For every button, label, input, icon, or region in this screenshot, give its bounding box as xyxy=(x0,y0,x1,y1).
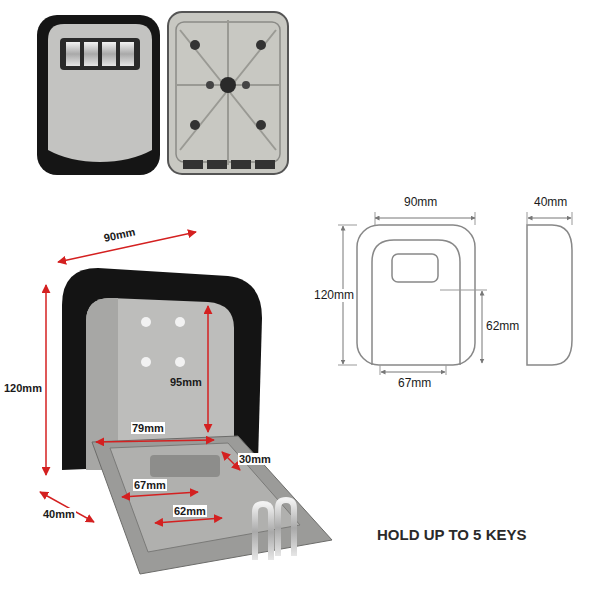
dimension-label: 90mm xyxy=(404,196,437,209)
dimension-label: 40mm xyxy=(42,508,76,520)
dimension-label: 120mm xyxy=(3,382,43,394)
dimension-label: 67mm xyxy=(398,377,431,390)
dimension-label: 62mm xyxy=(173,505,207,517)
dimension-label: 79mm xyxy=(131,422,165,434)
dimension-label: 95mm xyxy=(170,376,202,388)
dimension-label: 62mm xyxy=(486,320,519,333)
dimension-label: 40mm xyxy=(534,196,567,209)
dimension-label: 90mm xyxy=(103,226,137,244)
capacity-note: HOLD UP TO 5 KEYS xyxy=(377,527,526,544)
dimension-label: 120mm xyxy=(313,289,355,302)
dimension-label: 67mm xyxy=(133,479,167,491)
dimension-label: 30mm xyxy=(238,453,272,465)
